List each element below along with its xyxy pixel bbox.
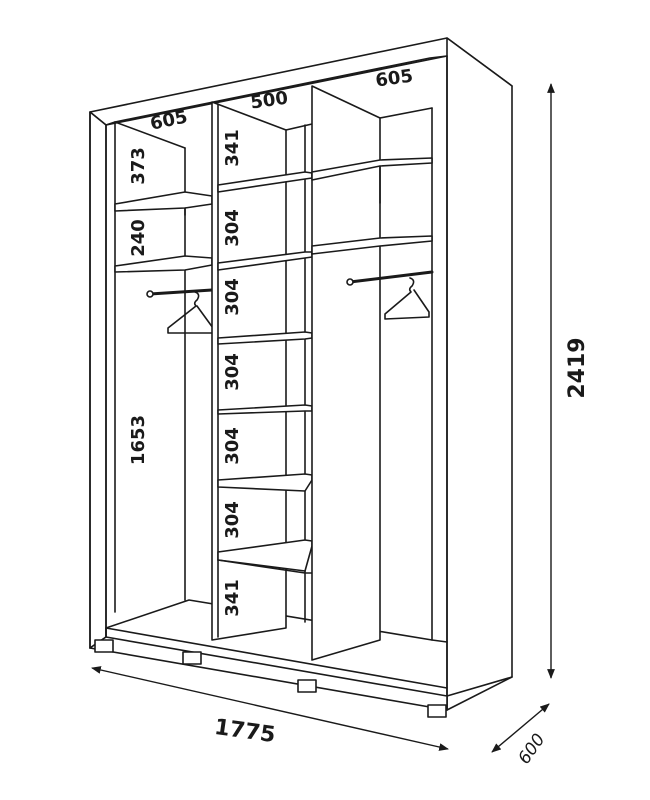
overall-height-label: 2419 xyxy=(565,337,590,398)
dimension-labels: 605 500 605 373 240 1653 341 304 304 304… xyxy=(128,66,414,617)
middle-section xyxy=(211,101,313,641)
right-section xyxy=(311,85,434,661)
wardrobe-carcass xyxy=(89,37,513,718)
overall-depth-label: 600 xyxy=(514,730,549,768)
middle-shelf-4-label: 304 xyxy=(222,353,243,391)
left-section xyxy=(114,121,214,601)
left-hanging-label: 1653 xyxy=(128,415,149,465)
left-second-shelf-label: 240 xyxy=(128,219,149,257)
left-hanger-icon xyxy=(167,291,214,334)
middle-shelf-2-label: 304 xyxy=(222,209,243,247)
left-top-shelf-label: 373 xyxy=(128,147,149,185)
middle-shelf-5-label: 304 xyxy=(222,427,243,465)
middle-width-label: 500 xyxy=(249,88,289,114)
width-arrow xyxy=(91,666,449,751)
middle-shelf-6-label: 304 xyxy=(222,501,243,539)
middle-shelf-7-label: 341 xyxy=(222,579,243,617)
middle-shelf-1-label: 341 xyxy=(222,129,243,167)
overall-dimensions: 2419 1775 600 xyxy=(91,83,590,768)
depth-arrow xyxy=(491,703,550,753)
middle-shelf-3-label: 304 xyxy=(222,278,243,316)
right-hanger-icon xyxy=(384,277,430,320)
overall-width-label: 1775 xyxy=(213,715,277,748)
right-width-label: 605 xyxy=(374,66,414,92)
